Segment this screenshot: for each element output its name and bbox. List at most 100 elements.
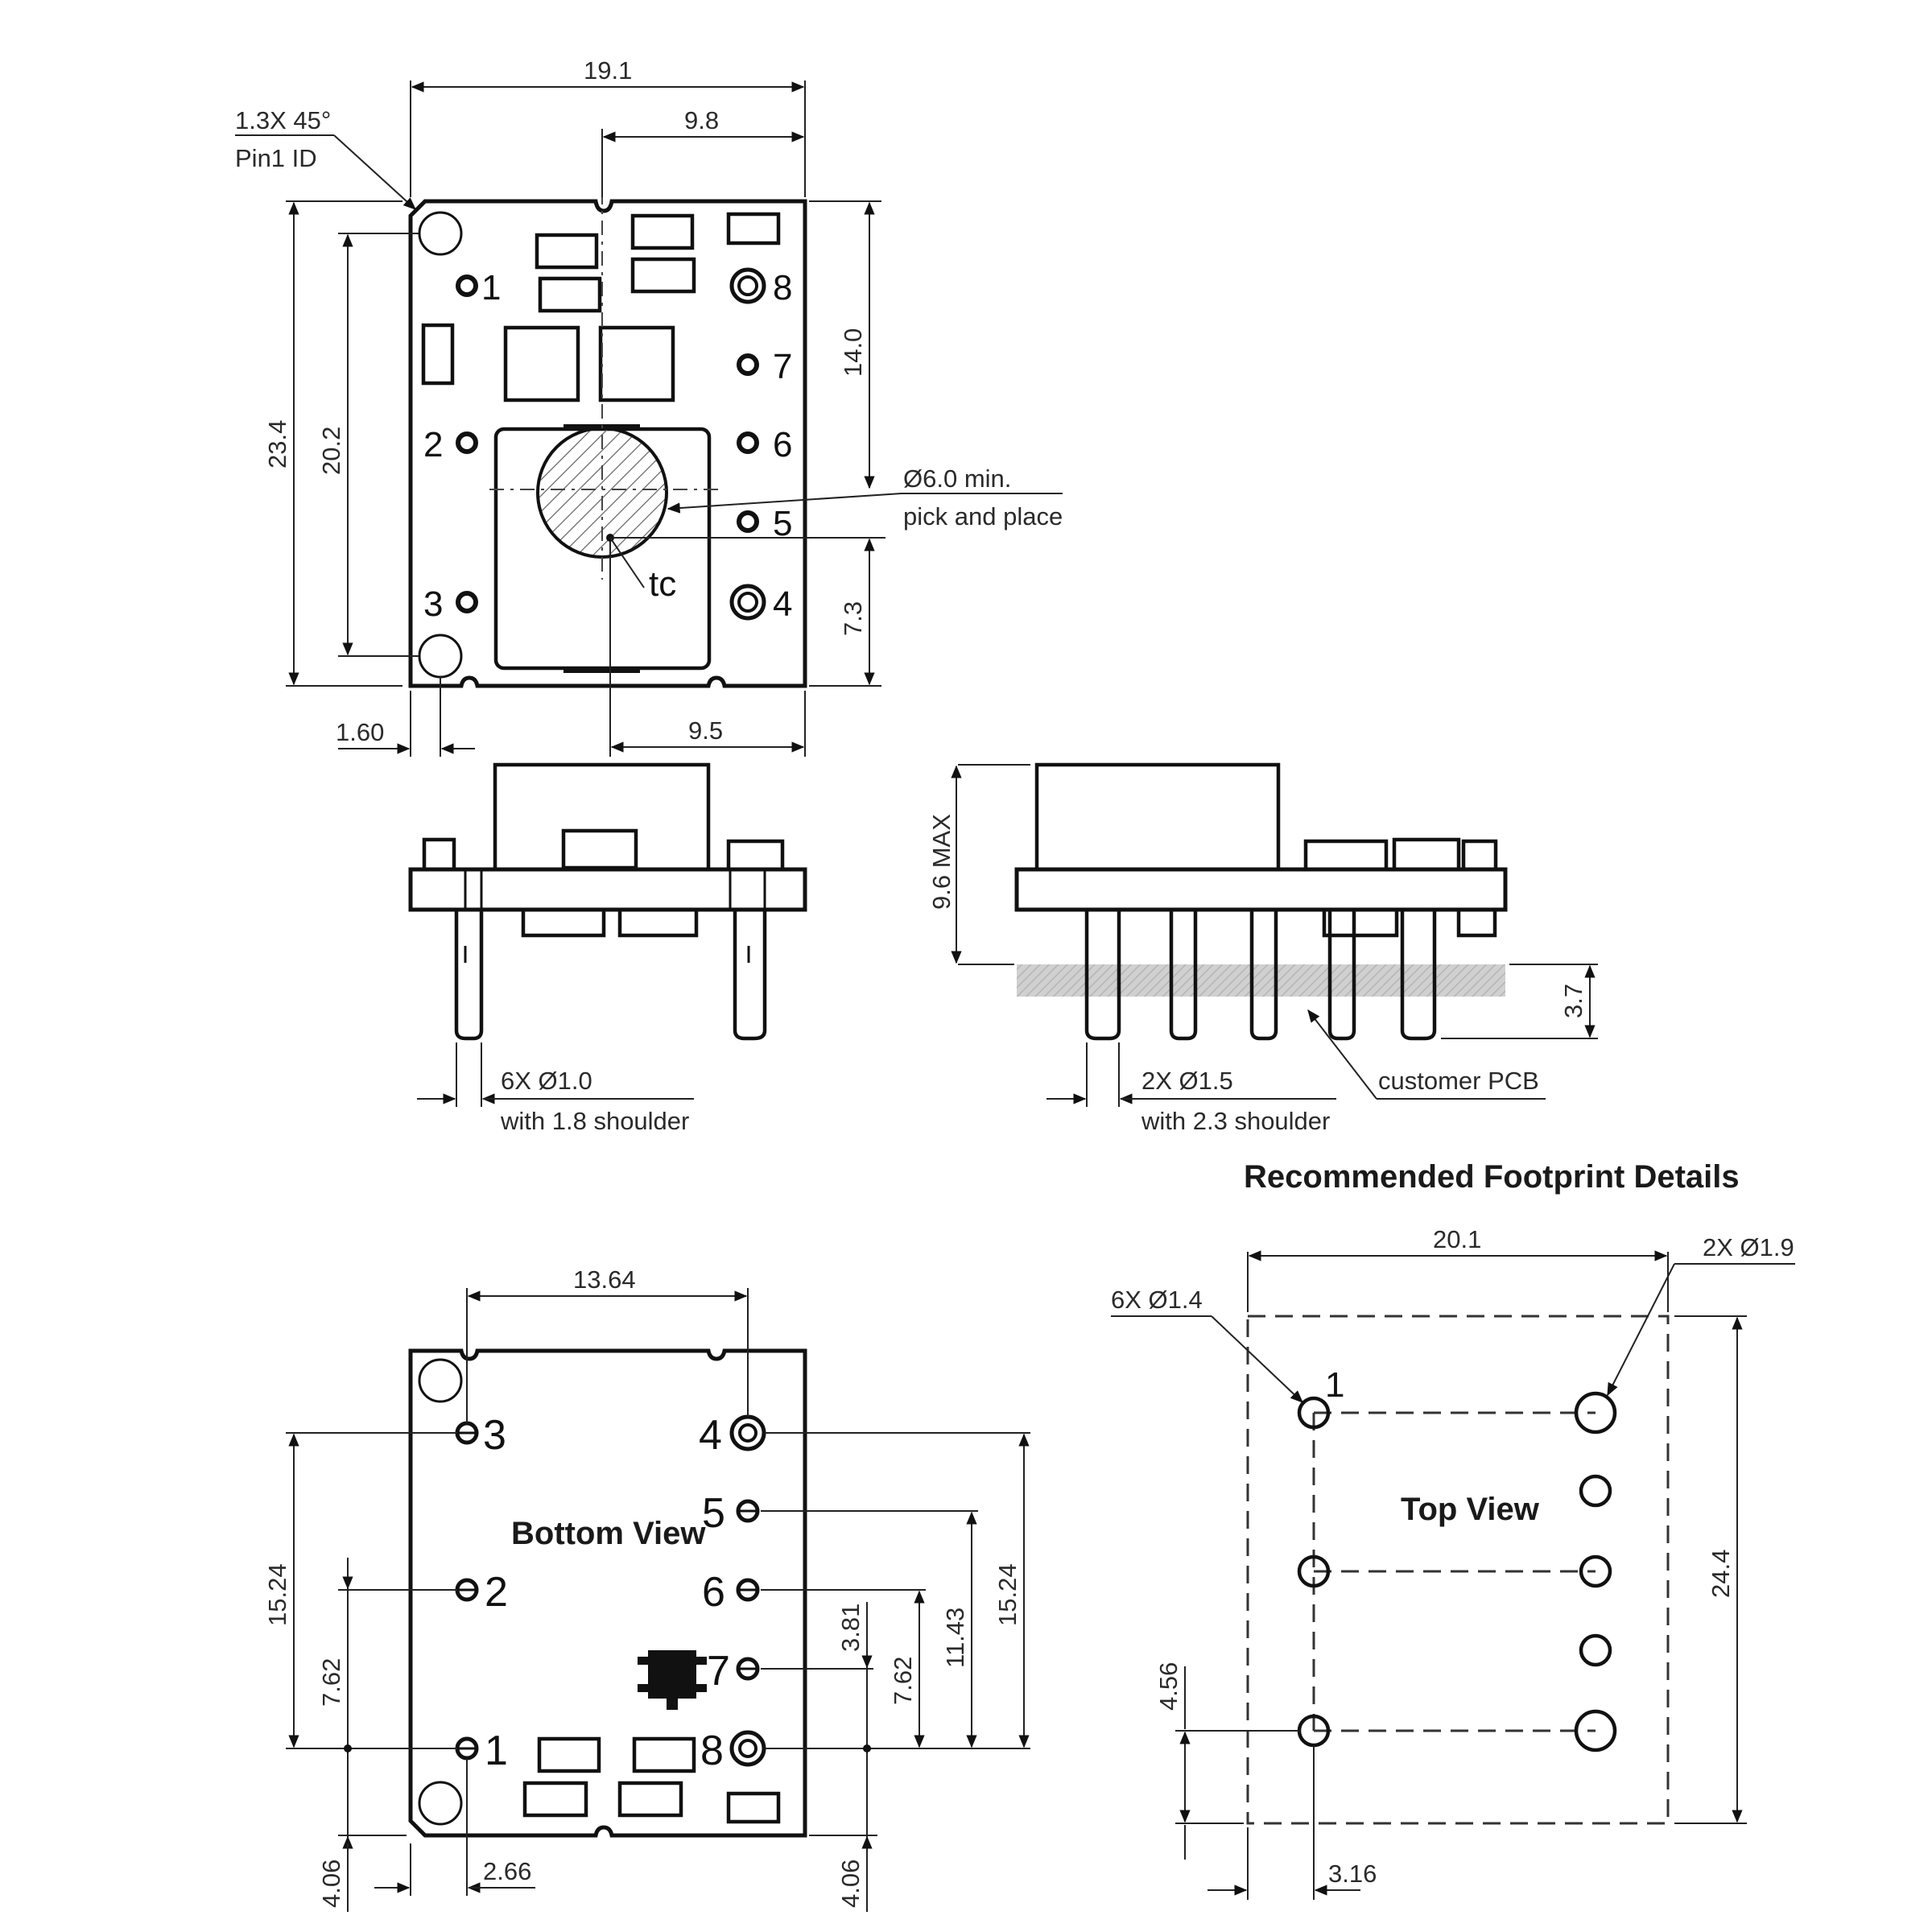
- bottom-pin-label-4: 4: [699, 1412, 722, 1459]
- dim-right-58: 11.43: [941, 1608, 969, 1668]
- customer-pcb: [1017, 964, 1505, 997]
- fp-hole-small: [1579, 1554, 1612, 1588]
- module-outline-bottom: [408, 1348, 807, 1838]
- pin-label-7: 7: [773, 347, 792, 386]
- dim-right-68: 7.62: [889, 1657, 917, 1705]
- pin-hole-3: [456, 591, 478, 613]
- dim-pcb-thickness: 3.7: [1559, 984, 1587, 1018]
- pin-hole-1: [456, 275, 478, 297]
- inductor: [598, 325, 675, 402]
- dim-hole-offset: 1.60: [336, 718, 384, 746]
- pin-label-2: 2: [423, 425, 443, 464]
- top-view: 1 2 3 4 5 6 7 8 tc 19.1 9.8 1.3X 45° Pin…: [235, 56, 1063, 757]
- dim-max-height: 9.6 MAX: [927, 814, 956, 910]
- tc-label: tc: [649, 564, 676, 604]
- dim-lower-center: 7.3: [839, 601, 867, 636]
- pin-hole-5: [737, 510, 759, 533]
- dim-hole-pitch: 20.2: [317, 427, 345, 475]
- pcb-board: [1014, 867, 1508, 912]
- pin-label-4: 4: [773, 584, 792, 624]
- pick-text-label: pick and place: [903, 502, 1063, 530]
- dim-upper-center: 14.0: [839, 328, 867, 377]
- footprint-title: Top View: [1401, 1492, 1540, 1527]
- dim-width: 19.1: [584, 56, 632, 85]
- fp-hole-small: [1297, 1554, 1331, 1588]
- pin-large-label: 2X Ø1.5: [1141, 1067, 1233, 1095]
- bottom-pin-label-2: 2: [485, 1569, 508, 1616]
- pcb-board: [408, 867, 807, 912]
- tab: [564, 667, 640, 673]
- footprint-pin1: 1: [1325, 1365, 1344, 1405]
- component: [421, 323, 455, 386]
- bottom-pin-label-7: 7: [707, 1648, 730, 1695]
- footprint-heading: Recommended Footprint Details: [1244, 1159, 1740, 1195]
- small-holes-label: 6X Ø1.4: [1111, 1286, 1203, 1314]
- dim-fp-width: 20.1: [1433, 1225, 1481, 1253]
- pin-large: [1400, 910, 1437, 1041]
- pin-label-3: 3: [423, 584, 443, 624]
- dim-left-half: 7.62: [317, 1658, 345, 1707]
- dim-pin1-inset: 3.16: [1328, 1860, 1377, 1888]
- footprint-outline: [1246, 1315, 1670, 1825]
- bottom-pin-label-1: 1: [485, 1728, 508, 1774]
- fp-hole-small: [1579, 1474, 1612, 1508]
- side-view-side: 9.6 MAX 3.7 customer PCB 2X Ø1.5 with 2.…: [927, 762, 1598, 1135]
- pin-large: [1084, 910, 1121, 1041]
- pin-large-shoulder-label: with 2.3 shoulder: [1141, 1107, 1330, 1135]
- pcb-label: customer PCB: [1378, 1067, 1539, 1095]
- pin-small: [1169, 910, 1198, 1041]
- component: [535, 233, 599, 270]
- bottom-view: 3 2 1 4 5 6 7 8 Bottom View 13.64 15.24 …: [263, 1265, 1030, 1912]
- component: [630, 257, 696, 294]
- pin-hole-6: [737, 431, 759, 454]
- pin-label-5: 5: [773, 504, 792, 543]
- large-holes-label: 2X Ø1.9: [1703, 1233, 1794, 1261]
- pin-small: [454, 910, 484, 1041]
- pin-small-label: 6X Ø1.0: [501, 1067, 592, 1095]
- side-view-front: 6X Ø1.0 with 1.8 shoulder: [408, 762, 807, 1135]
- pin1-id-label: Pin1 ID: [235, 144, 317, 172]
- sot-component: [648, 1650, 696, 1699]
- pin-label-6: 6: [773, 425, 792, 464]
- dim-bottom-edge-left: 4.06: [317, 1860, 345, 1908]
- fp-hole-small: [1297, 1396, 1331, 1430]
- pick-diameter-label: Ø6.0 min.: [903, 464, 1011, 493]
- dim-bottom-edge-right: 4.06: [836, 1860, 865, 1908]
- dim-right-37: 3.81: [836, 1604, 865, 1652]
- bottom-pin-label-8: 8: [700, 1728, 724, 1774]
- pin-hole-2: [456, 431, 478, 454]
- dim-height: 23.4: [263, 420, 291, 469]
- bottom-view-title: Bottom View: [511, 1516, 706, 1551]
- bottom-pin-label-3: 3: [483, 1412, 506, 1459]
- fp-hole-large: [1574, 1391, 1617, 1435]
- pin-label-1: 1: [481, 268, 501, 308]
- inductor: [503, 325, 580, 402]
- dim-center-offset: 9.5: [688, 716, 723, 745]
- dim-pin-inset: 2.66: [483, 1857, 531, 1885]
- dim-left-pitch: 15.24: [263, 1563, 291, 1626]
- pin-small: [1249, 910, 1278, 1041]
- footprint-view: Recommended Footprint Details Top View 1…: [1111, 1159, 1795, 1900]
- dim-pin1-to-edge: 4.56: [1154, 1662, 1183, 1711]
- bottom-pin-label-6: 6: [702, 1569, 725, 1616]
- dim-fp-height: 24.4: [1707, 1550, 1735, 1598]
- fp-hole-large: [1574, 1709, 1617, 1752]
- pin-hole-7: [737, 353, 759, 376]
- pin-small-shoulder-label: with 1.8 shoulder: [500, 1107, 689, 1135]
- chamfer-label: 1.3X 45°: [235, 106, 331, 134]
- dim-pin-span: 13.64: [573, 1265, 636, 1294]
- component: [630, 213, 695, 250]
- pin-small: [1327, 910, 1356, 1041]
- pin-label-8: 8: [773, 268, 792, 308]
- dim-half-width: 9.8: [684, 106, 719, 134]
- component: [538, 276, 602, 313]
- dim-right-48: 15.24: [993, 1563, 1022, 1626]
- component: [726, 212, 781, 246]
- bottom-pin-label-5: 5: [702, 1490, 725, 1537]
- mounting-hole-top-left: [418, 211, 463, 256]
- mounting-hole-bottom: [418, 1781, 463, 1826]
- mounting-hole-top: [418, 1358, 463, 1403]
- pin-large: [733, 910, 767, 1041]
- fp-hole-small: [1579, 1633, 1612, 1667]
